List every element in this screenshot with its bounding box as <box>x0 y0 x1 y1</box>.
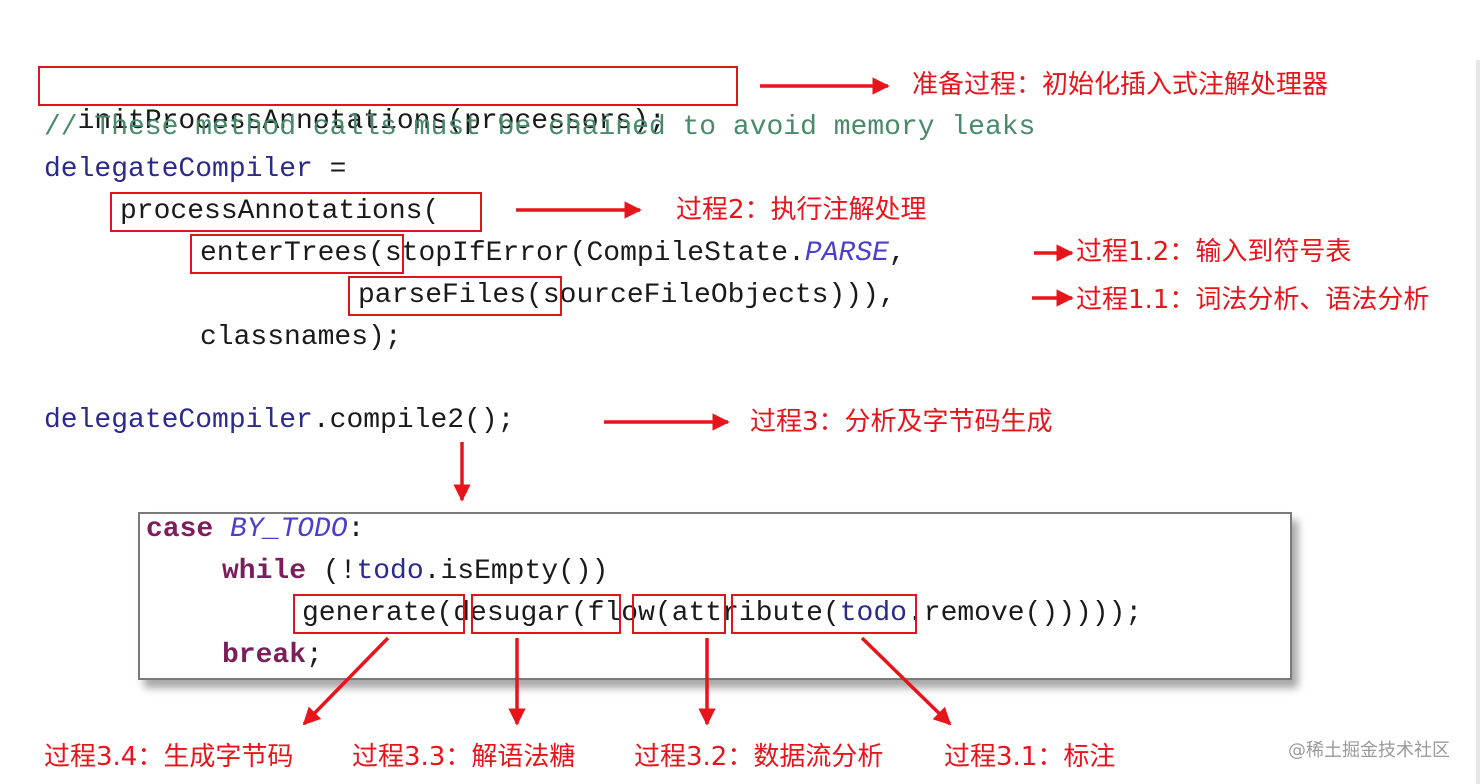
parse-files-args: (sourceFileObjects))), <box>526 280 896 311</box>
break-keyword: break <box>222 640 307 671</box>
flow-fn: flow <box>587 598 655 629</box>
inner-generate-line: generate(desugar(flow(attribute(todo.rem… <box>302 598 1143 629</box>
while-cond-rest: .isEmpty()) <box>423 556 609 587</box>
annotation-step3-4: 过程3.4：生成字节码 <box>44 742 294 772</box>
parse-files-fn: parseFiles <box>358 280 527 311</box>
todo-var: todo <box>356 556 424 587</box>
code-comment: // These method calls must be chained to… <box>44 112 1036 143</box>
annotation-step1-1: 过程1.1：词法分析、语法分析 <box>1076 285 1430 315</box>
watermark: @稀土掘金技术社区 <box>1288 740 1450 761</box>
delegate-compiler-var: delegateCompiler <box>44 154 313 185</box>
todo-remove-open: ( <box>822 598 840 629</box>
by-todo-const: BY_TODO <box>230 514 348 545</box>
box-flow <box>632 594 726 634</box>
while-keyword: while <box>222 556 307 587</box>
box-attribute <box>731 594 917 634</box>
todo-remove-var: todo <box>839 598 907 629</box>
box-desugar <box>471 594 621 634</box>
annotation-step3: 过程3：分析及字节码生成 <box>750 407 1053 437</box>
inner-while-line: while (!todo.isEmpty()) <box>222 554 609 590</box>
open-paren: ( <box>422 196 440 227</box>
case-keyword: case <box>146 514 214 545</box>
comma: , <box>888 238 906 269</box>
case-colon: : <box>347 514 365 545</box>
box-parse-files <box>348 276 562 316</box>
inner-case-line: case BY_TODO: <box>146 512 364 548</box>
annotation-step2: 过程2：执行注解处理 <box>676 195 927 225</box>
annotation-step3-2: 过程3.2：数据流分析 <box>634 742 884 772</box>
box-generate <box>293 594 465 634</box>
todo-remove-rest: .remove())))); <box>906 598 1143 629</box>
arrow-attribute <box>860 636 952 726</box>
code-line-process: processAnnotations( <box>120 194 439 230</box>
inner-break-line: break; <box>222 638 323 674</box>
code-line-parse: parseFiles(sourceFileObjects))), <box>358 278 896 314</box>
attribute-fn: attribute <box>671 598 823 629</box>
box-enter-trees <box>190 234 404 274</box>
annotation-prepare: 准备过程：初始化插入式注解处理器 <box>912 70 1329 100</box>
process-annotations-fn: processAnnotations <box>120 196 423 227</box>
compile2-call: .compile2(); <box>312 405 515 436</box>
annotation-step3-1: 过程3.1：标注 <box>944 742 1116 772</box>
enter-trees-fn: enterTrees <box>200 238 369 269</box>
annotation-step1-2: 过程1.2：输入到符号表 <box>1076 237 1352 267</box>
generate-fn: generate <box>302 598 437 629</box>
annotation-step3-3: 过程3.3：解语法糖 <box>352 742 576 772</box>
code-line-classnames: classnames); <box>200 322 402 353</box>
compile-delegate-var: delegateCompiler <box>44 405 313 436</box>
code-line-init: initProcessAnnotations(processors); <box>44 68 666 140</box>
code-line-enter: enterTrees(stopIfError(CompileState.PARS… <box>200 236 906 272</box>
stop-if-error: (stopIfError(CompileState. <box>368 238 805 269</box>
init-process-annotations-call: initProcessAnnotations(processors); <box>77 106 666 137</box>
right-border <box>1476 60 1480 784</box>
box-init-process <box>38 66 738 106</box>
assign-operator: = <box>312 154 347 185</box>
code-line-assign: delegateCompiler = <box>44 152 346 188</box>
todo-code-panel <box>138 512 1292 680</box>
arrow-generate <box>302 636 390 726</box>
parse-const: PARSE <box>804 238 889 269</box>
code-line-compile: delegateCompiler.compile2(); <box>44 403 514 439</box>
while-cond-open: (! <box>306 556 357 587</box>
box-process-annotations <box>110 192 482 232</box>
break-semicolon: ; <box>306 640 323 671</box>
